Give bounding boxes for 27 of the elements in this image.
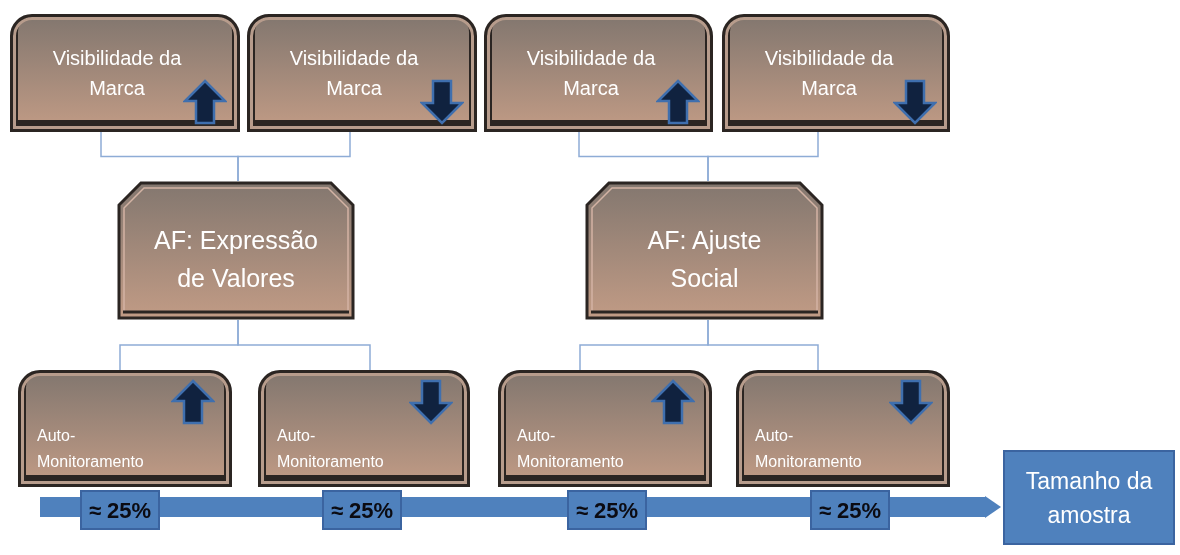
box-label: Visibilidade da Marca — [525, 46, 657, 101]
box-label: Auto-Monitoramento — [37, 426, 145, 472]
box-label: AF: Expressão de Valores — [153, 225, 319, 294]
percentage-box: ≈ 25% — [567, 490, 647, 530]
rounded-box — [736, 370, 950, 487]
rounded-box — [498, 370, 712, 487]
box-label: Auto-Monitoramento — [277, 426, 385, 472]
rounded-box — [247, 14, 477, 132]
rounded-box — [18, 370, 232, 487]
connector-line — [707, 319, 819, 371]
box-label: Visibilidade da Marca — [763, 46, 895, 101]
box-label: AF: Ajuste Social — [646, 225, 763, 294]
box-label: Auto-Monitoramento — [755, 426, 863, 472]
box-label: Visibilidade da Marca — [51, 46, 183, 101]
rounded-box — [484, 14, 713, 132]
box-label: Visibilidade da Marca — [288, 46, 420, 101]
percentage-box: ≈ 25% — [322, 490, 402, 530]
connector-line — [237, 131, 351, 182]
rounded-box — [10, 14, 240, 132]
connector-line — [707, 131, 819, 182]
rounded-box — [722, 14, 950, 132]
sample-size-box: Tamanho da amostra — [1003, 450, 1175, 545]
percentage-box: ≈ 25% — [80, 490, 160, 530]
connector-line — [237, 319, 371, 371]
box-label: Auto-Monitoramento — [517, 426, 625, 472]
percentage-box: ≈ 25% — [810, 490, 890, 530]
rounded-box — [258, 370, 470, 487]
